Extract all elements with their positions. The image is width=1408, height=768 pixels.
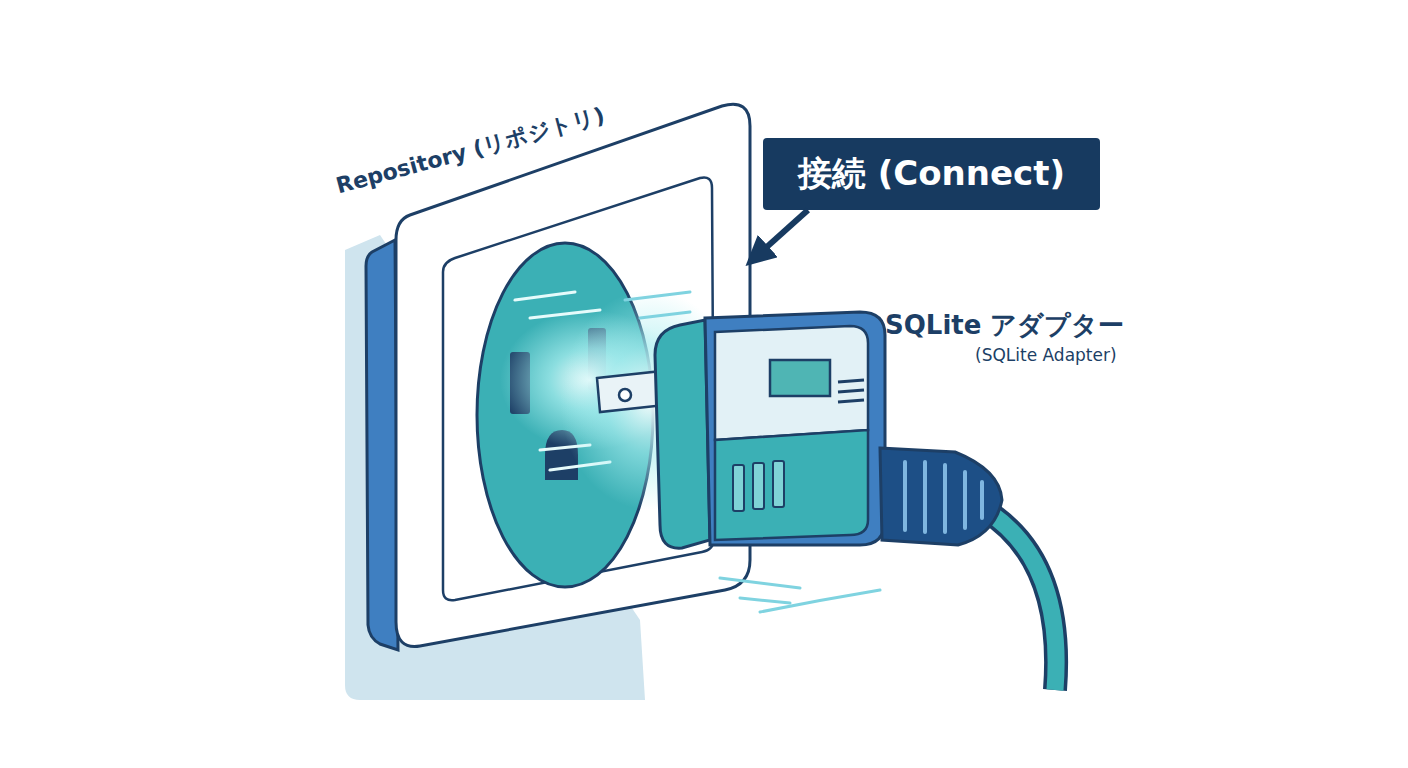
plug-line [838,390,864,392]
motion-line [740,598,790,603]
motion-line [530,310,600,318]
plug-top [715,326,868,440]
strain-relief [880,448,1002,545]
relief-rib [980,482,984,518]
plug-line [838,380,864,382]
node-subtitle: (SQLite Adapter) [975,345,1117,365]
prong-hole [619,389,631,401]
motion-line [625,292,690,300]
cable-outline [985,510,1056,690]
motion-line [760,590,880,612]
plug-line [838,400,864,402]
plug-band [715,430,868,540]
plug-node: SQLite アダプター(SQLite Adapter) [585,290,1145,690]
motion-line [515,292,575,300]
plug-vent [773,461,784,507]
plate-face [396,104,750,646]
relief-rib [923,462,927,532]
plug-collar [655,320,710,548]
callout-arrow [750,210,808,262]
plug-lines [838,380,864,402]
callout-box: 接続 (Connect) [763,138,1100,210]
relief-rib [903,462,907,530]
plug-vent [753,463,764,509]
plug-window [770,360,830,396]
relief-rib [943,465,947,532]
motion-line [720,578,800,588]
plate-side [366,240,398,650]
plug-body [705,312,885,545]
motion-lines [625,292,880,612]
relief-ribs [905,462,982,532]
relief-rib [963,472,967,528]
motion-line [640,312,690,318]
cable [985,510,1056,690]
node-heading: SQLite アダプター [885,308,1124,343]
plug-vent [733,465,744,511]
callout-text: 接続 (Connect) [798,151,1065,197]
